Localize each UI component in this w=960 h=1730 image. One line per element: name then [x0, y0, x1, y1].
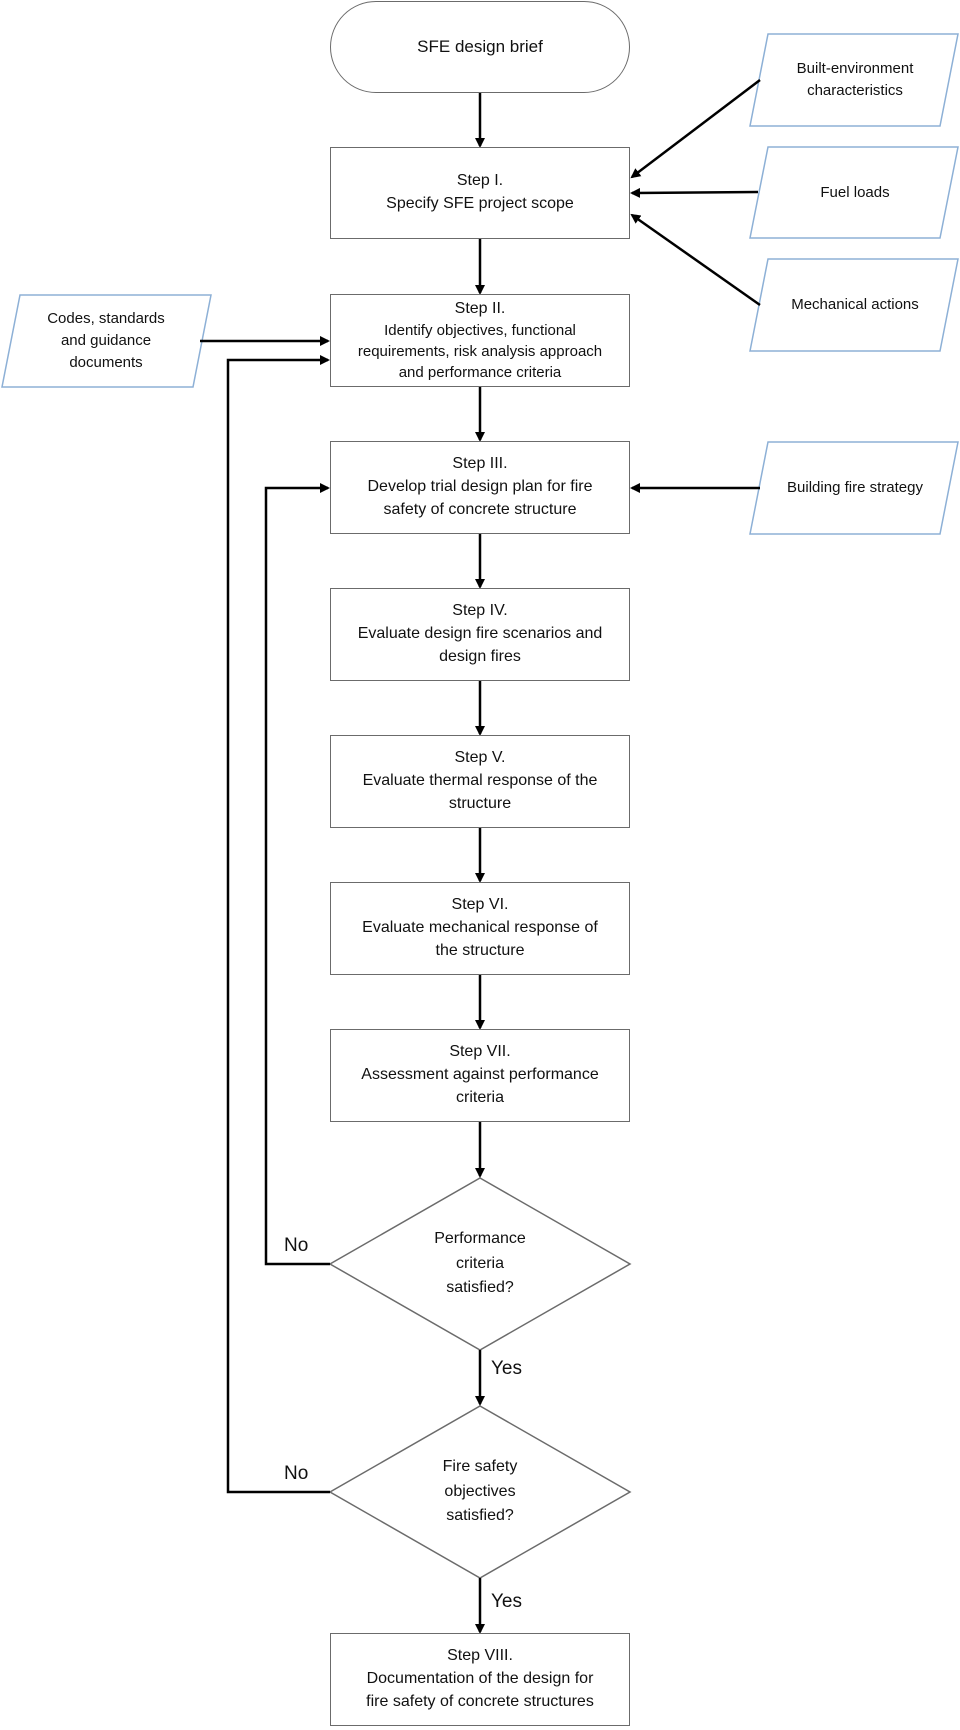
yes-label-fire-safety: Yes — [491, 1591, 522, 1612]
decision-text: criteria — [455, 1254, 504, 1272]
input-text: Building fire strategy — [787, 479, 923, 497]
input-built-environment-shape — [749, 33, 959, 127]
step-text: Documentation of the design for — [366, 1670, 594, 1688]
input-codes-standards[interactable]: Codes, standards and guidance documents — [16, 295, 196, 387]
step-5-box[interactable]: Step V. Evaluate thermal response of the… — [330, 735, 630, 828]
step-3-box[interactable]: Step III. Develop trial design plan for … — [330, 441, 630, 534]
step-text: design fires — [439, 647, 521, 665]
decision-text: satisfied? — [446, 1279, 514, 1297]
step-8-box[interactable]: Step VIII. Documentation of the design f… — [330, 1633, 630, 1726]
input-text: documents — [69, 353, 143, 371]
no-label-performance: No — [284, 1235, 309, 1256]
arrow-built-environment-to-step1 — [630, 79, 761, 179]
step-text: and performance criteria — [398, 364, 562, 382]
input-building-fire-strategy-shape — [749, 441, 959, 535]
step-title: Step VII. — [449, 1043, 511, 1061]
decision-text: objectives — [444, 1482, 516, 1500]
step-text: Evaluate mechanical response of — [362, 919, 598, 937]
input-text: Mechanical actions — [791, 296, 919, 314]
no-label-fire-safety: No — [284, 1463, 309, 1484]
input-text: Built-environment — [796, 60, 914, 78]
yes-label-performance: Yes — [491, 1358, 522, 1379]
step-text: Specify SFE project scope — [386, 195, 574, 212]
input-text: and guidance — [60, 332, 152, 350]
arrow-mechanical-actions-to-step1 — [630, 213, 761, 307]
input-fuel-loads-shape — [749, 146, 959, 239]
step-text: requirements, risk analysis approach — [357, 343, 603, 361]
step-text: Evaluate thermal response of the — [362, 772, 598, 790]
decision-text: Performance — [434, 1229, 526, 1247]
input-mechanical-actions-shape — [749, 258, 959, 352]
step-7-box[interactable]: Step VII. Assessment against performance… — [330, 1029, 630, 1122]
step-text: Assessment against performance — [361, 1066, 599, 1084]
step-text: criteria — [455, 1088, 504, 1106]
step-text: safety of concrete structure — [383, 500, 577, 518]
arrow-fuel-loads-to-step1 — [630, 187, 759, 198]
step-2-box[interactable]: Step II. Identify objectives, functional… — [330, 294, 630, 387]
step-title: Step V. — [454, 749, 506, 767]
step-text: the structure — [435, 941, 525, 959]
step-6-box[interactable]: Step VI. Evaluate mechanical response of… — [330, 882, 630, 975]
input-built-environment[interactable]: Built-environment characteristics — [765, 34, 945, 126]
start-label: SFE design brief — [417, 36, 543, 56]
input-text: Fuel loads — [820, 183, 890, 201]
step-title: Step III. — [452, 455, 508, 473]
input-fuel-loads[interactable]: Fuel loads — [765, 147, 945, 238]
input-codes-standards-shape — [1, 294, 212, 388]
step-1-box[interactable]: Step I. Specify SFE project scope — [330, 147, 630, 239]
step-title: Step VIII. — [447, 1647, 513, 1665]
step-text: structure — [448, 794, 512, 812]
decision-text: Fire safety — [442, 1457, 518, 1475]
input-mechanical-actions[interactable]: Mechanical actions — [765, 259, 945, 351]
step-title: Step I. — [456, 172, 504, 190]
decision-performance[interactable]: Performance criteria satisfied? — [405, 1214, 555, 1314]
step-text: Develop trial design plan for fire — [367, 478, 593, 496]
decision-fire-safety[interactable]: Fire safety objectives satisfied? — [405, 1442, 555, 1542]
input-text: Codes, standards — [47, 310, 165, 328]
input-text: characteristics — [807, 82, 903, 99]
feedback-no-to-step2 — [226, 355, 330, 1494]
step-4-box[interactable]: Step IV. Evaluate design fire scenarios … — [330, 588, 630, 681]
start-terminal[interactable]: SFE design brief — [330, 1, 630, 93]
step-title: Step VI. — [451, 896, 509, 914]
decision-text: satisfied? — [446, 1507, 514, 1525]
step-title: Step IV. — [452, 602, 508, 620]
step-title: Step II. — [454, 299, 506, 317]
step-text: fire safety of concrete structures — [366, 1692, 594, 1710]
input-building-fire-strategy[interactable]: Building fire strategy — [765, 442, 945, 534]
step-text: Identify objectives, functional — [384, 322, 576, 340]
step-text: Evaluate design fire scenarios and — [357, 625, 603, 643]
feedback-no-to-step3 — [264, 483, 330, 1266]
